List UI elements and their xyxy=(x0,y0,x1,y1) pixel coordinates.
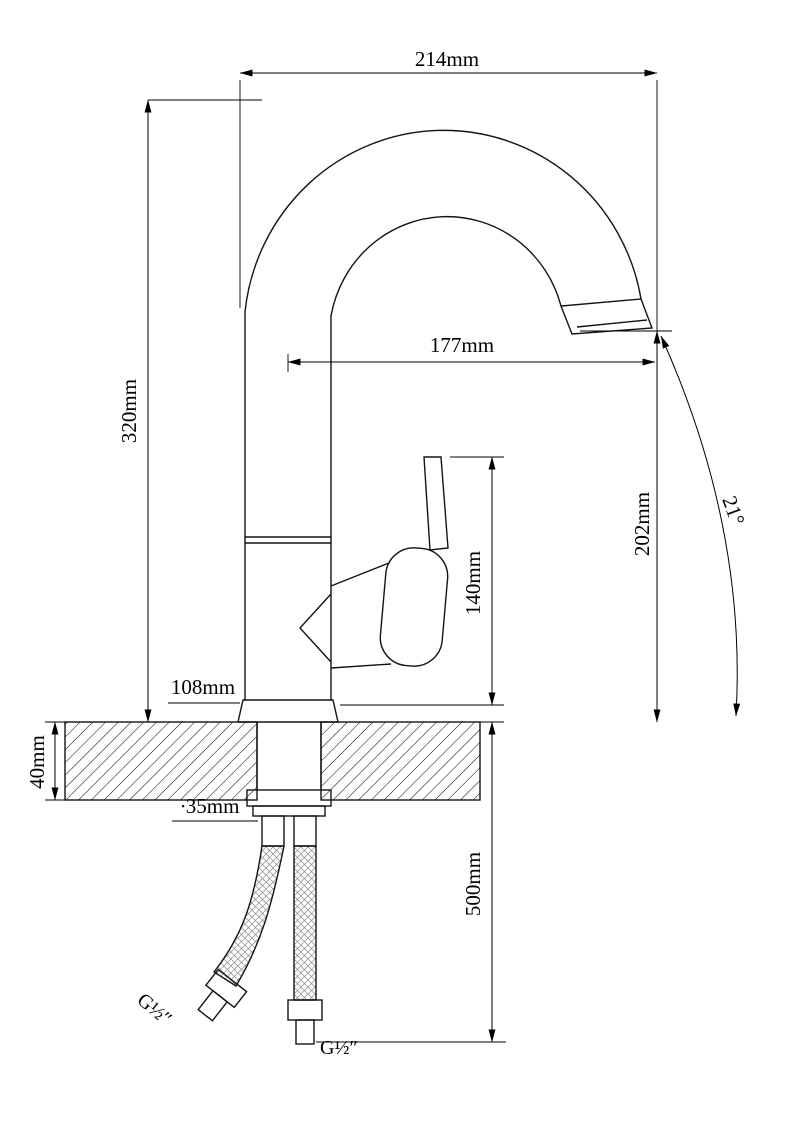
body-seam xyxy=(245,536,331,544)
thread-label-left: G½″ xyxy=(133,989,176,1030)
spout-inner-contour xyxy=(330,215,562,700)
dim-spout-angle: 21° xyxy=(660,335,750,717)
hose-right xyxy=(293,845,317,1001)
dim-label-deck-thickness: 40mm xyxy=(25,735,49,789)
hose-nipple-right xyxy=(293,815,317,847)
base-plate xyxy=(237,699,339,723)
extension-line xyxy=(239,80,658,331)
threaded-shank xyxy=(256,722,322,790)
dim-body-height: 140mm xyxy=(340,456,504,706)
hose-nipple-left xyxy=(261,815,285,847)
countertop-left-section xyxy=(64,721,258,801)
dim-outlet-height: 202mm xyxy=(580,330,672,723)
spout-outer-contour xyxy=(244,129,642,700)
dim-spout-reach: 177mm xyxy=(287,333,656,372)
dim-deck-thickness: 40mm xyxy=(25,721,65,801)
angle-arc xyxy=(660,335,741,717)
shank-assembly xyxy=(246,722,332,847)
faucet-body xyxy=(237,129,653,723)
joint-chevron-icon xyxy=(299,593,332,663)
dim-label-spout-reach: 177mm xyxy=(430,333,494,357)
hose-fitting-right xyxy=(287,999,323,1045)
dim-label-hose-length: 500mm xyxy=(461,852,485,916)
mounting-nut xyxy=(246,789,332,807)
handle-housing xyxy=(379,547,449,667)
dim-base-width: 108mm xyxy=(168,675,240,704)
handle-lever xyxy=(423,456,449,551)
aerator-line xyxy=(576,319,648,328)
dim-total-height: 320mm xyxy=(117,99,262,723)
washer xyxy=(252,805,326,817)
dim-top-width: 214mm xyxy=(239,47,658,331)
dim-label-hole-diameter: ∙35mm xyxy=(181,794,240,818)
countertop xyxy=(64,721,481,801)
hose-left xyxy=(212,845,285,987)
hose-fitting-left xyxy=(197,968,248,1022)
supply-hoses xyxy=(197,845,323,1045)
dim-label-total-height: 320mm xyxy=(117,379,141,443)
dim-label-top-width: 214mm xyxy=(415,47,479,71)
dim-label-outlet-height: 202mm xyxy=(630,492,654,556)
thread-labels: G½″ G½″ xyxy=(133,989,358,1059)
dim-hose-length: 500mm xyxy=(316,721,506,1043)
countertop-right-section xyxy=(320,721,481,801)
dim-label-base-width: 108mm xyxy=(171,675,235,699)
dim-hole-diameter: ∙35mm xyxy=(172,794,258,822)
spout-tip-cap xyxy=(560,298,653,335)
thread-label-right: G½″ xyxy=(320,1037,358,1059)
handle-joint xyxy=(330,562,392,669)
dim-label-body-height: 140mm xyxy=(461,551,485,615)
